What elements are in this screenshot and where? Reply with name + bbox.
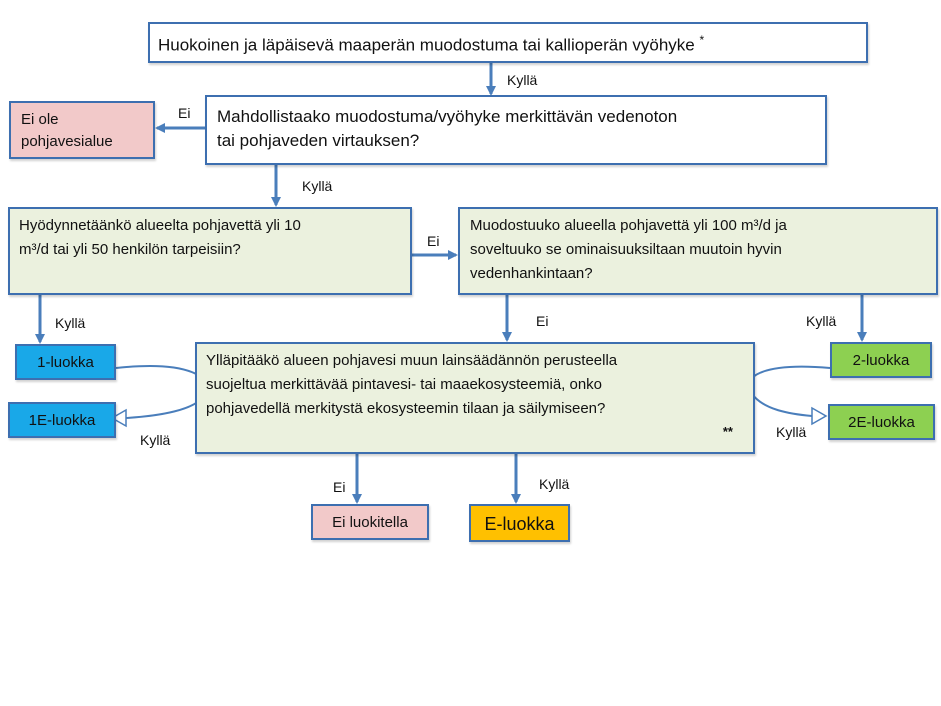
no-area-line-2: pohjavesialue — [21, 132, 113, 150]
q3-line-1: Hyödynnetäänkö alueelta pohjavettä yli 1… — [19, 217, 301, 234]
label-yes-class2e: Kyllä — [776, 424, 807, 440]
class-1-label: 1-luokka — [37, 354, 94, 371]
question-water-formation: Muodostuuko alueella pohjavettä yli 100 … — [458, 207, 938, 295]
e-class-box: E-luokka — [469, 504, 570, 542]
curved-arrow-class1-to-class1e-head — [110, 408, 127, 428]
e-class-label: E-luokka — [484, 514, 555, 534]
label-no-q2: Ei — [178, 105, 191, 121]
q2-line-1: Mahdollistaako muodostuma/vyöhyke merkit… — [217, 107, 678, 126]
q4-line-2: soveltuuko se ominaisuuksiltaan muutoin … — [470, 240, 782, 258]
label-no-q5: Ei — [333, 479, 346, 495]
label-yes-q2: Kyllä — [302, 178, 333, 194]
class-1e-label: 1E-luokka — [28, 412, 96, 429]
class-1-box: 1-luokka — [15, 344, 116, 380]
q2-line-2: tai pohjaveden virtauksen? — [217, 131, 420, 151]
no-area-line-1: Ei ole — [21, 111, 59, 128]
class-2-label: 2-luokka — [852, 352, 910, 369]
label-yes-q3: Kyllä — [55, 315, 86, 331]
unclassified-box: Ei luokitella — [311, 504, 429, 540]
label-yes-q4: Kyllä — [806, 313, 837, 329]
q4-line-3: vedenhankintaan? — [470, 264, 593, 282]
class-2e-box: 2E-luokka — [828, 404, 935, 440]
q3-line-2: m³/d tai yli 50 henkilön tarpeisiin? — [19, 240, 241, 258]
top-box-text: Huokoinen ja läpäisevä maaperän muodostu… — [158, 35, 695, 55]
label-yes-class1e: Kyllä — [140, 432, 171, 448]
label-yes-q5: Kyllä — [539, 476, 570, 492]
label-no-q3: Ei — [427, 233, 440, 249]
q5-line-3: pohjavedellä merkitystä ekosysteemin til… — [206, 399, 606, 417]
label-no-q4: Ei — [536, 313, 549, 329]
curved-arrow-class1-to-class1e — [115, 365, 209, 419]
top-box-footnote-mark: * — [699, 33, 705, 47]
curved-arrow-class2-to-class2e-head — [811, 406, 828, 426]
class-2e-label: 2E-luokka — [848, 414, 915, 431]
class-2-box: 2-luokka — [830, 342, 932, 378]
unclassified-label: Ei luokitella — [332, 514, 408, 531]
q5-line-1: Ylläpitääkö alueen pohjavesi muun lainsä… — [206, 352, 618, 369]
q5-footnote-mark: ** — [722, 424, 733, 439]
top-box: Huokoinen ja läpäisevä maaperän muodostu… — [148, 22, 868, 63]
q5-line-2: suojeltua merkittävää pintavesi- tai maa… — [206, 375, 603, 393]
question-significant-extraction: Mahdollistaako muodostuma/vyöhyke merkit… — [205, 95, 827, 165]
curved-arrow-class2-to-class2e — [747, 365, 831, 417]
label-yes-top: Kyllä — [507, 72, 538, 88]
question-ecosystem: Ylläpitääkö alueen pohjavesi muun lainsä… — [195, 342, 755, 454]
no-groundwater-area-box: Ei ole pohjavesialue — [9, 101, 155, 159]
question-water-usage: Hyödynnetäänkö alueelta pohjavettä yli 1… — [8, 207, 412, 295]
class-1e-box: 1E-luokka — [8, 402, 116, 438]
q4-line-1: Muodostuuko alueella pohjavettä yli 100 … — [470, 217, 787, 234]
